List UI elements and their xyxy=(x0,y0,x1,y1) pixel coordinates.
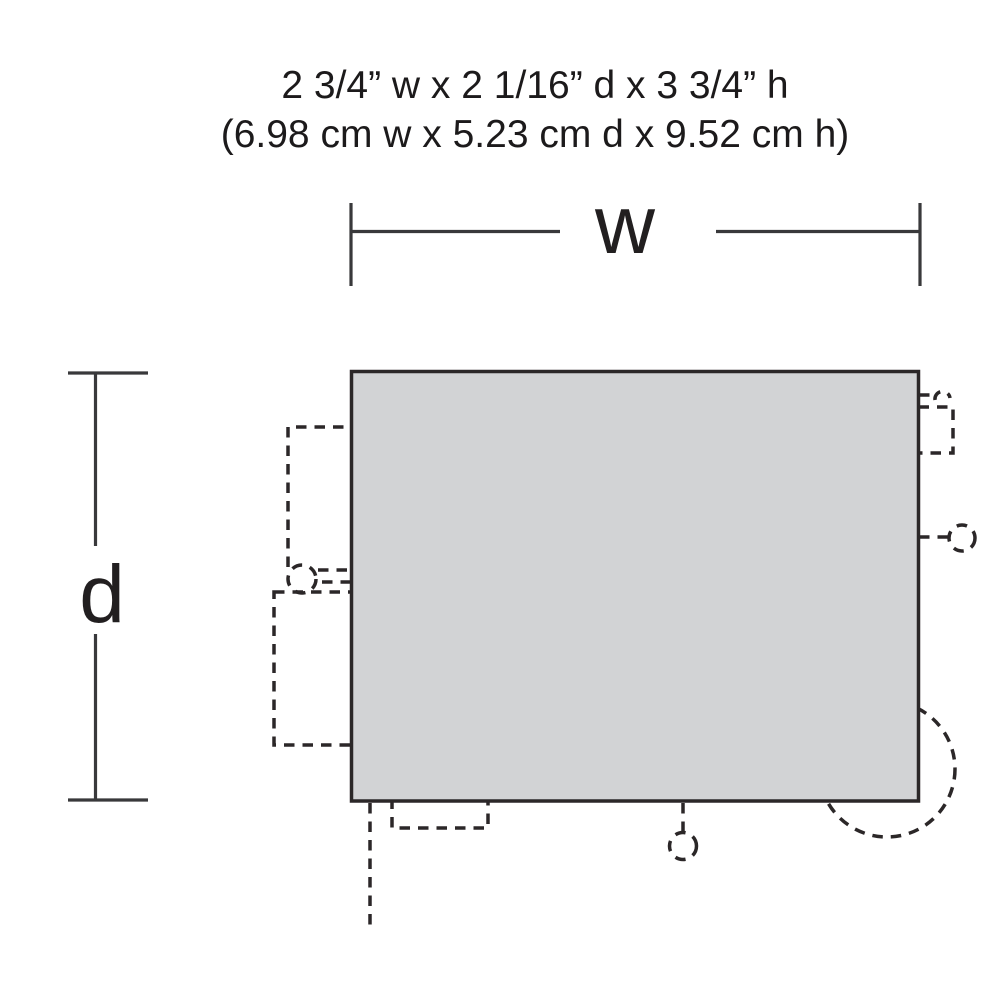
width-label: w xyxy=(594,178,656,271)
dashed-detail-bottom-circle xyxy=(667,830,699,862)
dashed-detail-bottom-rect xyxy=(390,778,490,830)
dashed-detail-left-circle xyxy=(286,563,318,595)
depth-label: d xyxy=(79,549,125,640)
footprint-rect xyxy=(349,369,921,803)
title-imperial: 2 3/4” w x 2 1/16” d x 3 3/4” h xyxy=(281,64,788,107)
dashed-detail-vent-circle xyxy=(947,523,977,553)
title-metric: (6.98 cm w x 5.23 cm d x 9.52 cm h) xyxy=(221,113,850,156)
dashed-detail-right-curl xyxy=(933,389,952,401)
dashed-detail-left-upper-rect xyxy=(286,425,365,567)
width-dimension xyxy=(349,203,922,286)
depth-dimension xyxy=(68,371,148,802)
